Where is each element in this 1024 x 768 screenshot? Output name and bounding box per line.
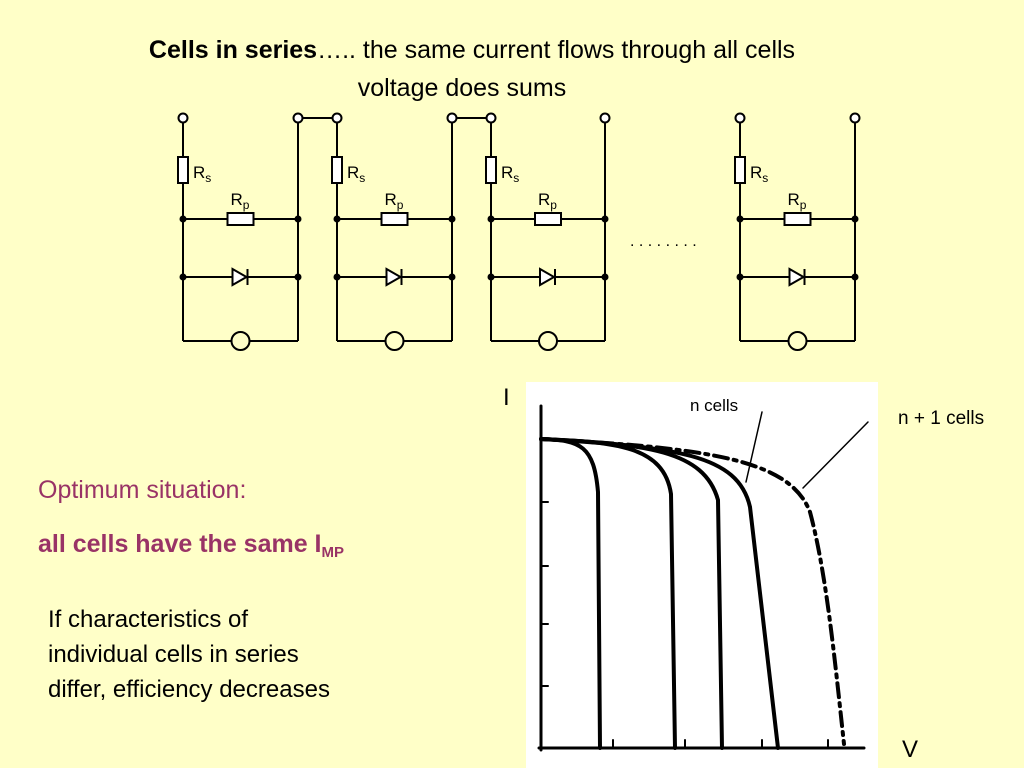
rs-label: Rs	[501, 163, 519, 185]
title-bold: Cells in series	[148, 36, 318, 64]
junction-dot	[333, 215, 341, 223]
page-subtitle: voltage does sums	[357, 74, 567, 102]
rp-label: Rp	[788, 190, 807, 212]
junction-dot	[179, 273, 187, 281]
n-plus-1-pointer	[802, 421, 869, 489]
title-rest: ….. the same current flows through all c…	[317, 36, 796, 64]
junction-dot	[851, 215, 859, 223]
iv-curve-graph: n cells	[526, 382, 878, 768]
note-line-3: differ, efficiency decreases	[48, 676, 330, 703]
rs-label: Rs	[347, 163, 365, 185]
junction-dot	[179, 215, 187, 223]
ellipsis-continuation: . . . . . . . .	[630, 233, 697, 250]
page-title: Cells in series….. the same current flow…	[0, 36, 984, 65]
n-cells-pointer	[745, 411, 763, 483]
terminal	[446, 112, 458, 124]
current-source	[384, 331, 405, 351]
junction-dot	[601, 215, 609, 223]
rp-label: Rp	[231, 190, 250, 212]
diode	[385, 267, 403, 287]
junction-dot	[736, 215, 744, 223]
terminal	[849, 112, 861, 124]
n-cells-label: n cells	[690, 396, 738, 415]
rp-label: Rp	[538, 190, 557, 212]
terminal	[734, 112, 746, 124]
junction-dot	[294, 215, 302, 223]
current-source	[787, 331, 808, 351]
junction-dot	[736, 273, 744, 281]
diode	[231, 267, 249, 287]
terminal	[177, 112, 189, 124]
series-resistor	[177, 156, 189, 184]
n-plus-1-cells-label: n + 1 cells	[898, 408, 985, 429]
terminal	[331, 112, 343, 124]
efficiency-note: If characteristics of individual cells i…	[48, 602, 408, 707]
note-line-1: If characteristics of	[48, 606, 249, 633]
terminal	[599, 112, 611, 124]
optimum-heading: Optimum situation:	[38, 476, 247, 504]
diode	[788, 267, 806, 287]
current-source	[538, 331, 558, 351]
optimum-condition: all cells have the same IMP	[38, 530, 344, 561]
parallel-resistor	[226, 212, 255, 226]
series-resistor	[331, 156, 343, 184]
iv-curve-n-plus-1	[539, 437, 846, 746]
junction-dot	[851, 273, 859, 281]
current-source	[230, 331, 251, 351]
junction-dot	[448, 215, 456, 223]
diode	[539, 267, 557, 287]
imp-subscript: MP	[321, 544, 345, 561]
junction-dot	[333, 273, 341, 281]
junction-dot	[448, 273, 456, 281]
parallel-resistor	[783, 212, 812, 226]
rs-label: Rs	[193, 163, 211, 185]
junction-dot	[487, 215, 495, 223]
junction-dot	[294, 273, 302, 281]
series-resistor	[734, 156, 746, 184]
series-resistor	[485, 156, 497, 184]
junction-dot	[487, 273, 495, 281]
parallel-resistor	[534, 212, 562, 226]
rs-label: Rs	[750, 163, 768, 185]
graph-y-label: I	[503, 384, 510, 411]
junction-dot	[601, 273, 609, 281]
rp-label: Rp	[385, 190, 404, 212]
terminal	[485, 112, 497, 124]
parallel-resistor	[380, 212, 409, 226]
note-line-2: individual cells in series	[48, 641, 299, 668]
graph-x-label: V	[902, 736, 919, 763]
terminal	[292, 112, 304, 124]
